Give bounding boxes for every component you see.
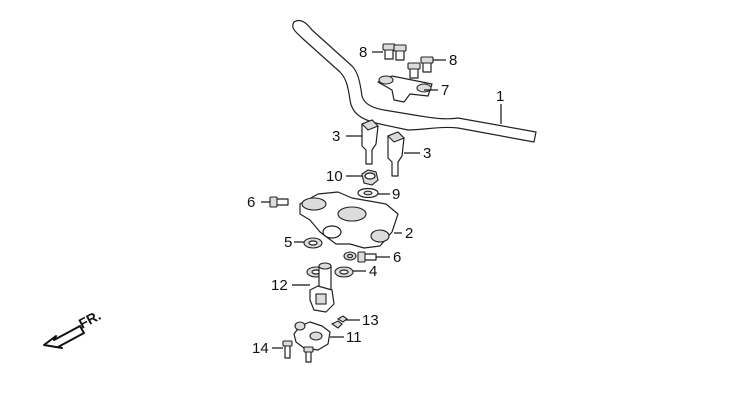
callout-4: 4: [369, 263, 377, 280]
top-bridge: [299, 191, 399, 249]
callout-11: 11: [346, 329, 362, 346]
callout-3-left: 3: [332, 128, 340, 145]
callout-2: 2: [405, 225, 413, 242]
callout-6-right: 6: [393, 249, 401, 266]
bolt-8-right-rear: [420, 56, 434, 73]
callout-13: 13: [362, 312, 379, 329]
bolt-14-right: [303, 346, 314, 363]
callout-9: 9: [392, 186, 400, 203]
callout-labels: 1 8 8 7 3 3 10 9 6 2 5 6 4 12 13 11 14: [247, 44, 504, 357]
lower-holder-right: [387, 131, 405, 177]
bolt-14-left: [282, 340, 293, 359]
bushing-4-right: [334, 266, 354, 278]
bolt-8-left: [382, 43, 396, 60]
washer: [357, 187, 379, 199]
handlebar: [292, 19, 537, 143]
screw-13-a: [330, 320, 343, 329]
callout-1: 1: [496, 88, 504, 105]
bushing-upper-right: [343, 251, 357, 261]
front-arrow-icon: [43, 325, 85, 349]
lower-holder-left: [361, 119, 379, 165]
bolt-8-center: [393, 44, 407, 61]
callout-10: 10: [326, 168, 343, 185]
mount-plate: [293, 321, 331, 351]
nut: [361, 169, 379, 186]
callout-7: 7: [441, 82, 449, 99]
callout-12: 12: [271, 277, 288, 294]
bolt-6-left: [269, 196, 289, 208]
leader-lines: [261, 51, 502, 349]
callout-8-left: 8: [359, 44, 367, 61]
steering-shaft: [309, 262, 335, 313]
callout-6-left: 6: [247, 194, 255, 211]
callout-5: 5: [284, 234, 292, 251]
front-direction-indicator: FR.: [43, 307, 103, 349]
callout-14: 14: [252, 340, 269, 357]
bolt-6-right: [357, 251, 377, 263]
callout-8-right: 8: [449, 52, 457, 69]
callout-3-right: 3: [423, 145, 431, 162]
screw-13-b: [336, 315, 348, 323]
bushing-5: [303, 237, 323, 249]
bolt-8-right-front: [407, 62, 421, 79]
upper-holder: [377, 75, 433, 103]
